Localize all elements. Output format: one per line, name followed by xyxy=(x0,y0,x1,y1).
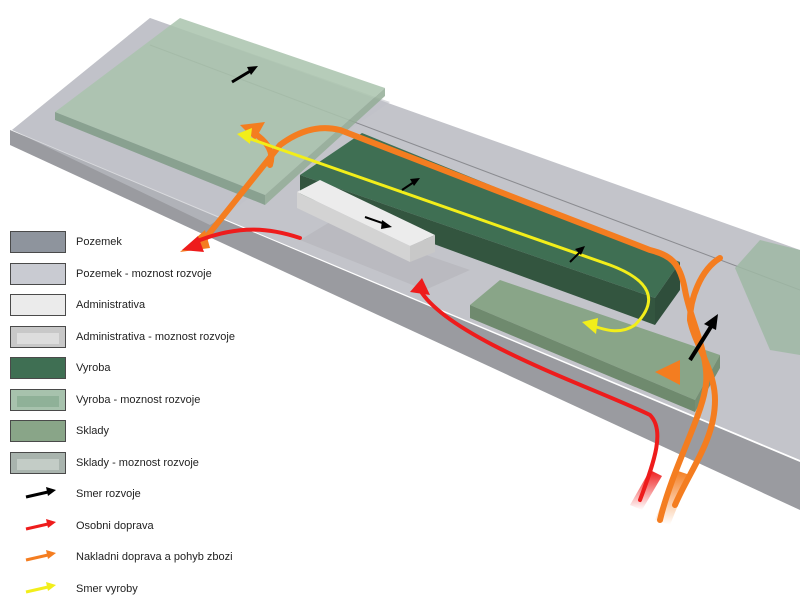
legend-label: Smer vyroby xyxy=(76,582,138,595)
personal-arrowhead-left xyxy=(182,236,204,252)
legend-label: Smer rozvoje xyxy=(76,488,141,500)
legend-swatch xyxy=(10,388,66,411)
legend-label: Vyroba - moznost rozvoje xyxy=(76,393,201,406)
legend-item: Administrativa - moznost rozvoje xyxy=(10,325,235,349)
legend-item: Pozemek - moznost rozvoje xyxy=(10,262,212,286)
legend-swatch xyxy=(10,357,66,379)
legend-arrow-icon xyxy=(25,550,56,562)
dev-arrow-production-right xyxy=(569,246,585,263)
legend-label: Administrativa - moznost rozvoje xyxy=(76,330,235,343)
legend-label: Osobni doprava xyxy=(76,519,154,532)
administration-building xyxy=(297,180,435,262)
storage-development-top xyxy=(55,18,385,205)
plot-side xyxy=(10,130,800,510)
legend-item: Smer vyroby xyxy=(10,577,138,601)
legend-swatch xyxy=(10,231,66,253)
legend-item: Administrativa xyxy=(10,293,145,317)
freight-arrowhead-top xyxy=(240,122,265,140)
legend-label: Sklady xyxy=(76,425,110,437)
legend-arrow-icon xyxy=(25,487,56,499)
production-flow-route xyxy=(243,135,651,333)
dev-arrow-admin xyxy=(364,216,392,229)
legend-label: Sklady - moznost rozvoje xyxy=(76,456,199,469)
freight-arrowhead-storage xyxy=(655,360,680,385)
legend-item: Osobni doprava xyxy=(10,514,154,538)
production-flow-arrowhead-end xyxy=(582,318,598,334)
freight-entry-trail xyxy=(655,470,690,525)
legend-item: Vyroba - moznost rozvoje xyxy=(10,388,200,412)
legend-swatch xyxy=(10,294,66,316)
production-flow-arrowhead xyxy=(237,128,252,144)
personal-entry-trail xyxy=(630,470,662,510)
legend-swatch xyxy=(10,451,66,474)
personal-traffic-route xyxy=(198,227,660,502)
legend-label: Pozemek - moznost rozvoje xyxy=(76,267,212,280)
legend-arrow-icon xyxy=(25,518,56,530)
storage-development-right xyxy=(735,240,800,355)
legend-item: Sklady xyxy=(10,419,109,443)
legend-label: Administrativa xyxy=(76,299,146,311)
personal-arrowhead-right xyxy=(410,278,430,295)
admin-development-area xyxy=(300,222,470,290)
legend-item: Vyroba xyxy=(10,356,110,380)
legend-swatch xyxy=(10,325,66,348)
dev-arrow-production xyxy=(401,178,420,191)
legend-swatch xyxy=(10,420,66,442)
legend-label: Pozemek xyxy=(76,236,122,248)
legend-label: Nakladni doprava a pohyb zbozi xyxy=(76,551,233,563)
legend-arrow-icon xyxy=(25,581,56,593)
legend-item: Smer rozvoje xyxy=(10,482,141,506)
development-arrows xyxy=(231,66,718,362)
dev-arrow-storage xyxy=(688,314,718,362)
legend-swatch xyxy=(10,262,66,285)
legend-label: Vyroba xyxy=(76,362,111,374)
legend-item: Sklady - moznost rozvoje xyxy=(10,451,199,475)
legend-item: Pozemek xyxy=(10,230,122,254)
legend-item: Nakladni doprava a pohyb zbozi xyxy=(10,545,233,569)
dev-arrow-top xyxy=(231,66,258,84)
